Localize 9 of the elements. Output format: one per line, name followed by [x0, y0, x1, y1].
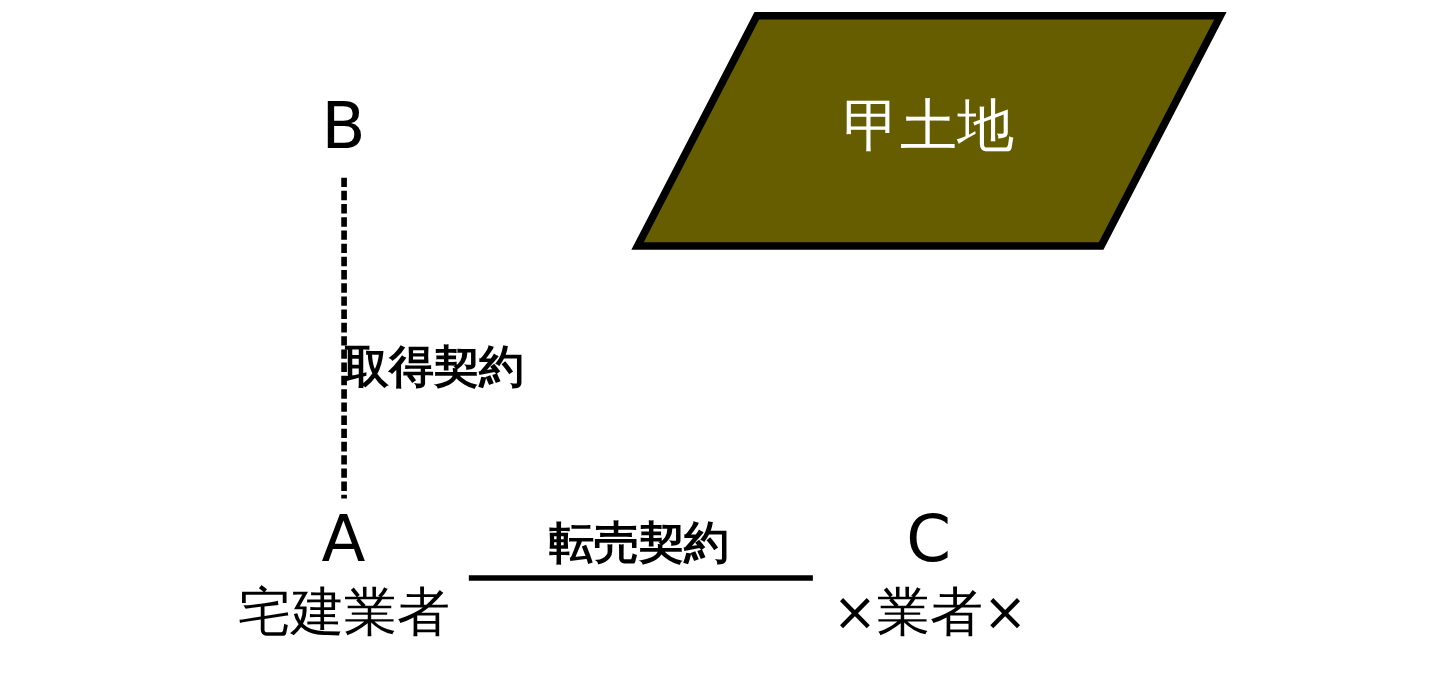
node-label: ×業者× — [832, 580, 1028, 642]
node-text: C — [906, 501, 952, 577]
node-text: A — [321, 501, 366, 577]
edge-label: 転売契約 — [549, 515, 730, 569]
node-label: 宅建業者 — [238, 580, 451, 642]
connector — [468, 575, 813, 581]
node-text: B — [321, 88, 366, 164]
connector — [341, 177, 347, 499]
edge-label: 取得契約 — [344, 340, 525, 394]
